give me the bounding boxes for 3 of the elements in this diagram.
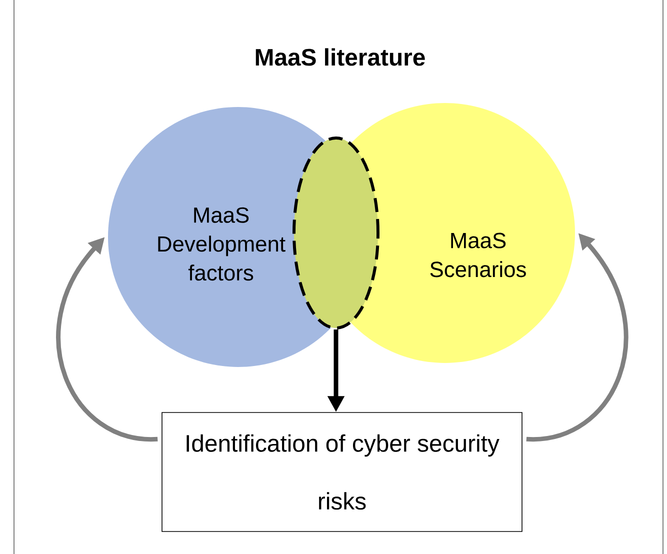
text-box: Identification of cyber security risks (162, 412, 522, 532)
title: MaaS literature (256, 48, 425, 66)
dashed-ellipse (292, 136, 380, 330)
